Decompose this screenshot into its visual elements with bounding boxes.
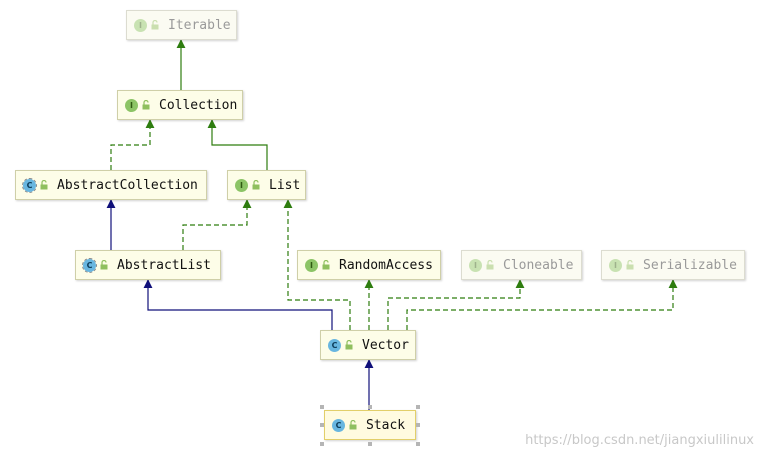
node-label: List bbox=[269, 177, 301, 193]
interface-icon: I bbox=[609, 258, 622, 272]
node-label: Stack bbox=[366, 417, 406, 433]
abstract-class-icon: C bbox=[22, 177, 37, 193]
lock-icon bbox=[322, 260, 330, 270]
selection-handle[interactable] bbox=[416, 405, 420, 409]
abstract-class-icon: C bbox=[82, 257, 97, 273]
edge-abstract-collection-to-collection bbox=[110, 119, 155, 170]
selection-handle[interactable] bbox=[416, 423, 420, 427]
selection-handle[interactable] bbox=[320, 442, 324, 446]
serializable-node[interactable]: I Serializable bbox=[601, 250, 745, 280]
edge-vector-to-list bbox=[283, 199, 351, 330]
lock-icon bbox=[345, 340, 353, 350]
node-label: Cloneable bbox=[503, 257, 574, 273]
selection-handle[interactable] bbox=[416, 442, 420, 446]
random-access-node[interactable]: I RandomAccess bbox=[297, 250, 441, 280]
interface-icon: I bbox=[469, 258, 482, 272]
lock-icon bbox=[252, 180, 260, 190]
edge-vector-to-cloneable bbox=[387, 279, 525, 330]
interface-icon: I bbox=[235, 178, 248, 192]
iterable-node[interactable]: I Iterable bbox=[126, 10, 237, 40]
lock-icon bbox=[486, 260, 494, 270]
node-label: AbstractCollection bbox=[57, 177, 198, 193]
abstract-collection-node[interactable]: C AbstractCollection bbox=[15, 170, 207, 200]
lock-icon bbox=[100, 260, 108, 270]
node-label: AbstractList bbox=[117, 257, 211, 273]
node-label: Vector bbox=[362, 337, 409, 353]
stack-node[interactable]: C Stack bbox=[324, 410, 416, 440]
node-label: Iterable bbox=[168, 17, 231, 33]
lock-icon bbox=[40, 180, 48, 190]
collection-node[interactable]: I Collection bbox=[117, 90, 243, 120]
lock-icon bbox=[626, 260, 634, 270]
class-icon: C bbox=[332, 418, 345, 432]
interface-icon: I bbox=[125, 98, 138, 112]
selection-handle[interactable] bbox=[368, 442, 372, 446]
vector-node[interactable]: C Vector bbox=[320, 330, 416, 360]
cloneable-node[interactable]: I Cloneable bbox=[461, 250, 582, 280]
lock-icon bbox=[142, 100, 150, 110]
watermark: https://blog.csdn.net/jiangxiulilinux bbox=[525, 433, 754, 448]
edge-vector-to-serializable bbox=[406, 279, 678, 330]
interface-icon: I bbox=[134, 18, 147, 32]
selection-handle[interactable] bbox=[368, 405, 372, 409]
node-label: RandomAccess bbox=[339, 257, 433, 273]
lock-icon bbox=[151, 20, 159, 30]
edge-abstract-list-to-list bbox=[182, 199, 252, 250]
selection-handle[interactable] bbox=[320, 405, 324, 409]
interface-icon: I bbox=[305, 258, 318, 272]
edge-list-to-collection bbox=[207, 119, 268, 170]
node-label: Collection bbox=[159, 97, 238, 113]
class-icon: C bbox=[328, 338, 341, 352]
abstract-list-node[interactable]: C AbstractList bbox=[75, 250, 221, 280]
list-node[interactable]: I List bbox=[227, 170, 306, 200]
edge-vector-to-abstract-list bbox=[143, 279, 333, 330]
lock-icon bbox=[349, 420, 357, 430]
node-label: Serializable bbox=[643, 257, 737, 273]
selection-handle[interactable] bbox=[320, 423, 324, 427]
